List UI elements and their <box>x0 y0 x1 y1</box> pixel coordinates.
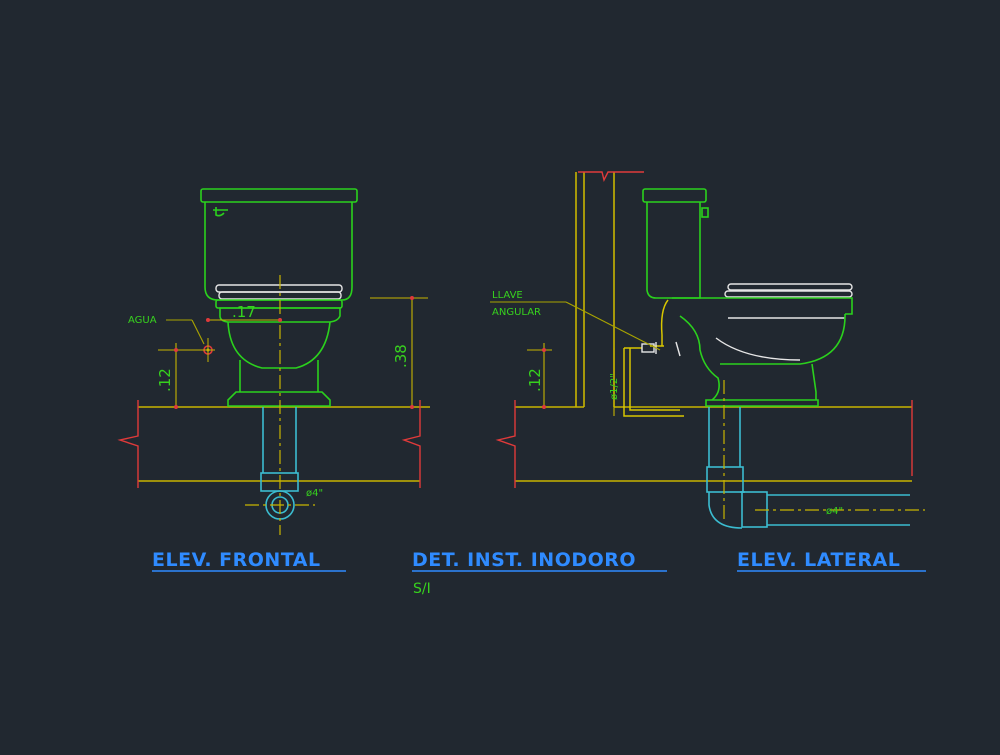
side-break-lines <box>495 171 913 488</box>
title-front-elevation: ELEV. FRONTAL <box>152 549 321 571</box>
side-drain-pipe <box>706 407 910 529</box>
dim-12-front: .12 <box>156 368 174 392</box>
side-wall <box>515 172 912 482</box>
side-bowl <box>672 297 853 407</box>
front-bowl <box>215 299 343 407</box>
side-seat <box>715 283 853 361</box>
front-dimensions <box>158 297 428 407</box>
front-seat <box>215 284 343 300</box>
pipe-label-half: ø1/2" <box>609 373 620 400</box>
title-side-elevation: ELEV. LATERAL <box>737 549 900 571</box>
label-llave: LLAVE <box>492 290 523 301</box>
scale-label: S/I <box>413 581 431 597</box>
side-dim-ticks <box>542 348 546 409</box>
front-dim-ticks <box>174 296 414 409</box>
front-break-lines <box>117 400 421 488</box>
side-tank <box>642 188 709 299</box>
front-elevation <box>117 188 430 535</box>
front-floor-slab <box>138 406 430 482</box>
dim-17: .17 <box>232 303 256 321</box>
side-supply-line <box>623 299 684 417</box>
front-tank <box>200 188 358 301</box>
pipe-label-4-side: ø4" <box>826 506 843 517</box>
pipe-label-4-front: ø4" <box>306 488 323 499</box>
titles: ELEV. FRONTAL DET. INST. INODORO ELEV. L… <box>152 549 926 597</box>
dim-12-side: .12 <box>526 368 544 392</box>
side-elevation <box>490 171 925 529</box>
side-center-lines <box>723 380 925 520</box>
label-agua: AGUA <box>128 315 157 326</box>
label-angular: ANGULAR <box>492 307 541 318</box>
side-dimensions <box>490 301 661 416</box>
title-detail: DET. INST. INODORO <box>412 549 636 571</box>
dim-38: .38 <box>392 344 410 368</box>
